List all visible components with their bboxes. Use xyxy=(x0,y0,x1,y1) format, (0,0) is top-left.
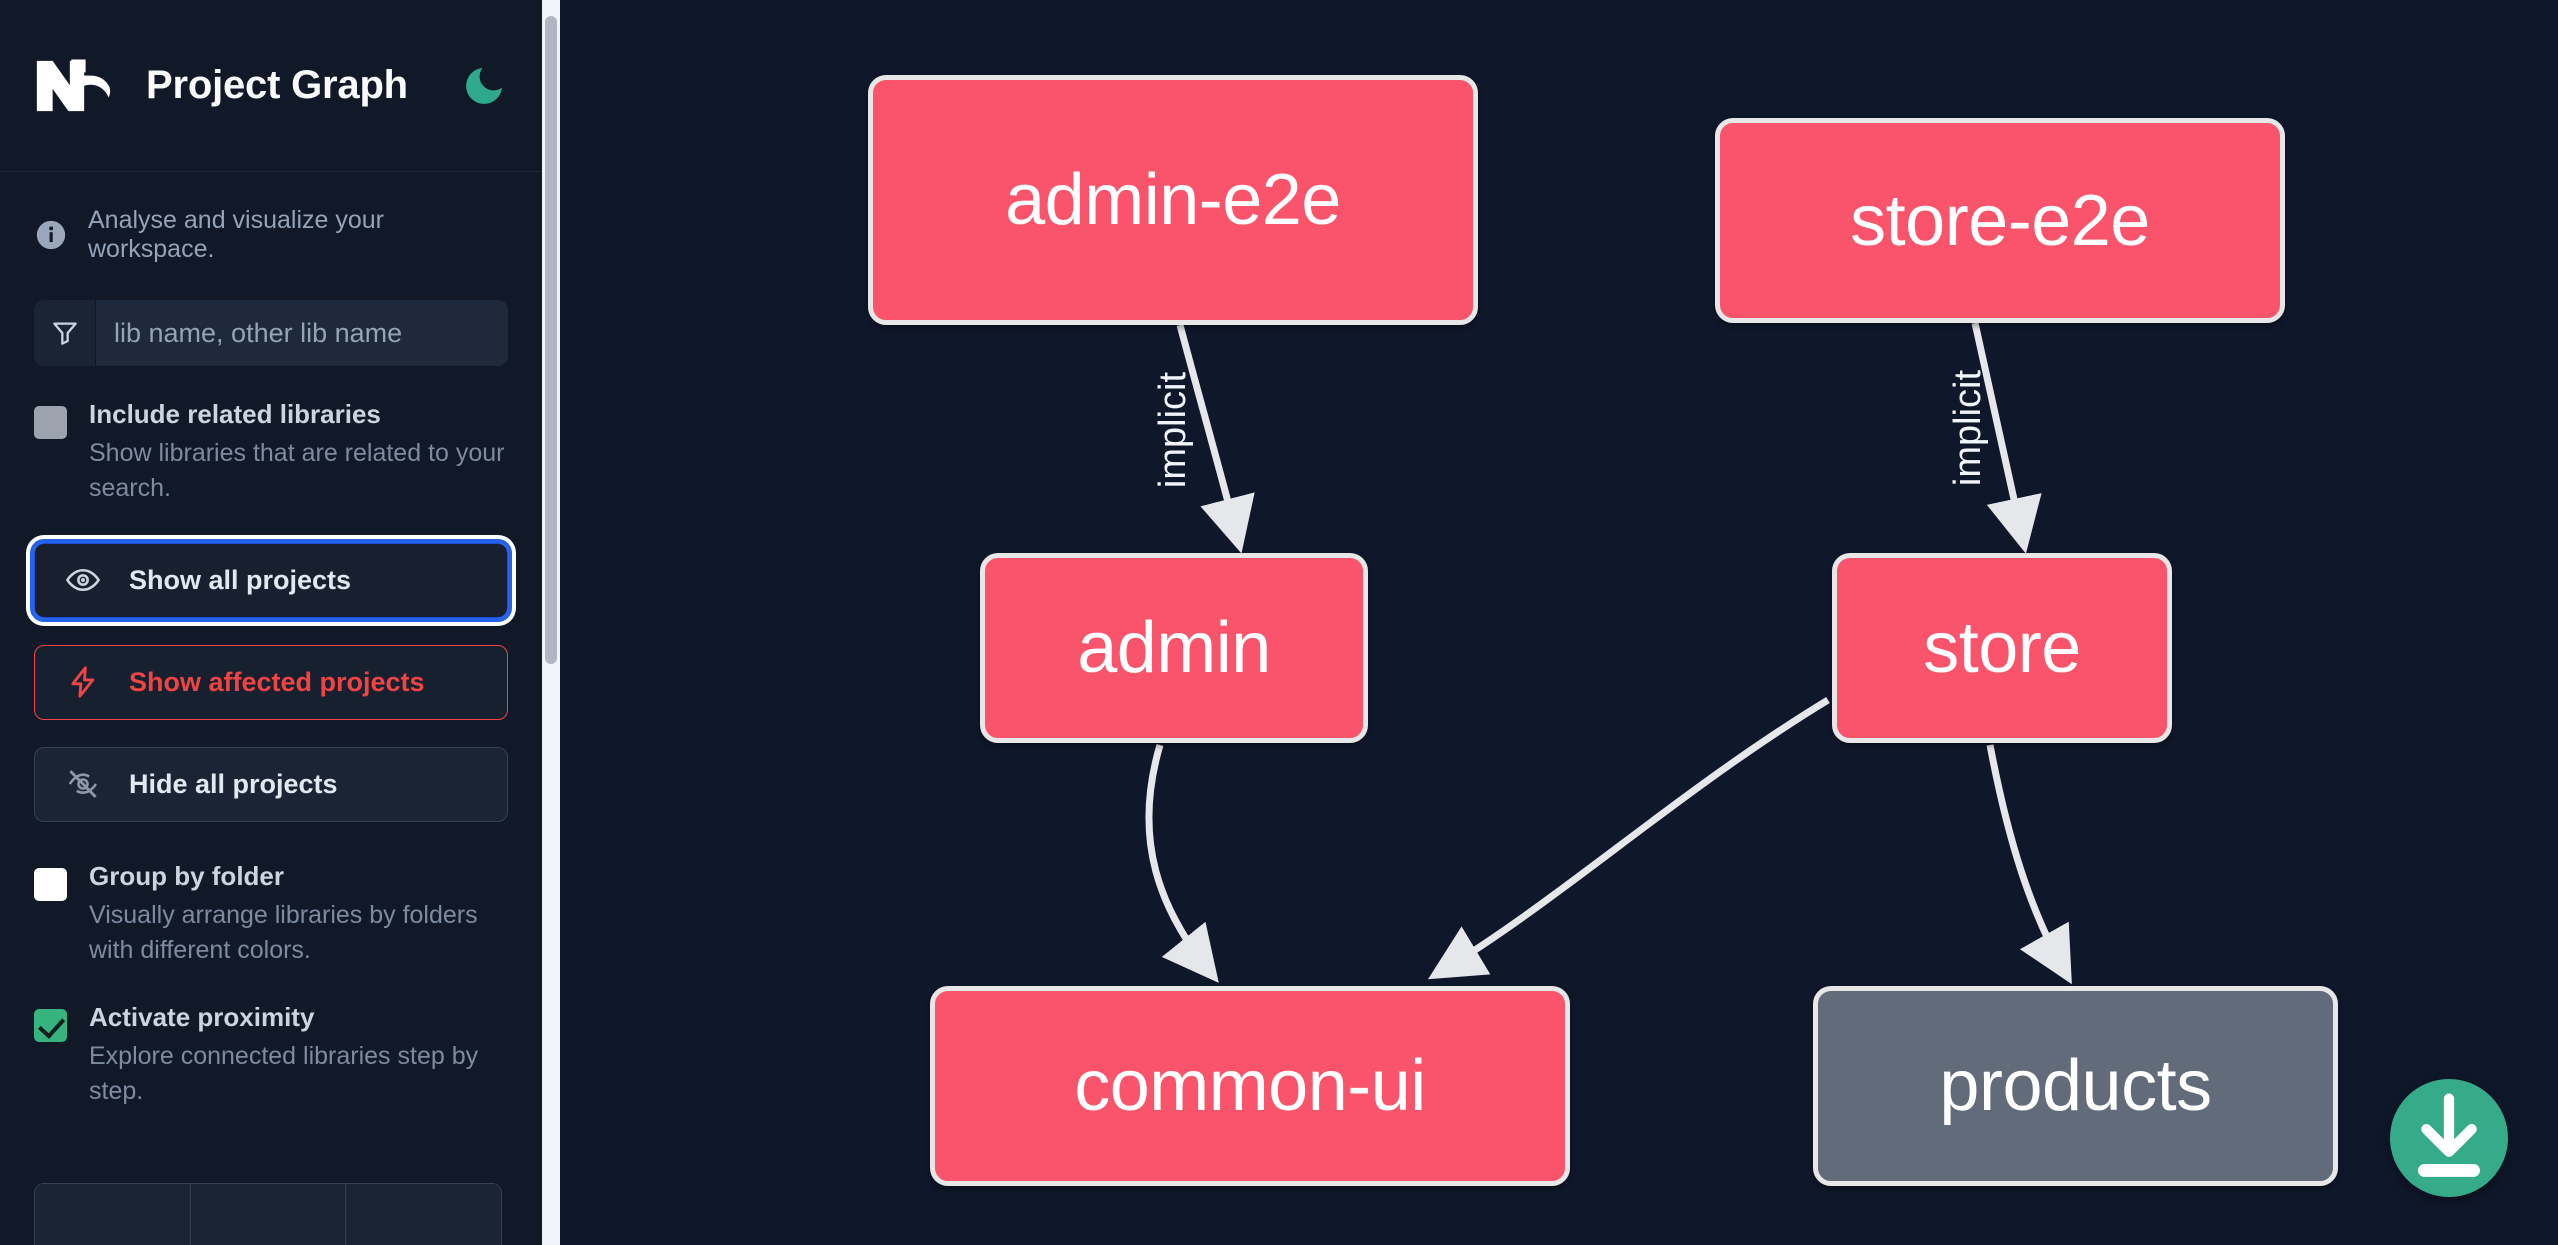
lightning-icon xyxy=(63,662,103,702)
graph-node-admin-e2e[interactable]: admin-e2e xyxy=(868,75,1478,325)
option-include-related-libraries[interactable]: Include related libraries Show libraries… xyxy=(0,366,542,507)
include-related-libraries-checkbox[interactable] xyxy=(34,406,67,439)
sidebar-scrollbar-thumb[interactable] xyxy=(545,16,557,664)
tagline: Analyse and visualize your workspace. xyxy=(0,172,542,264)
funnel-icon xyxy=(34,300,96,366)
graph-node-label: admin-e2e xyxy=(1005,160,1341,240)
group-by-folder-checkbox[interactable] xyxy=(34,867,67,901)
proximity-step-increase[interactable] xyxy=(346,1184,501,1245)
graph-node-label: store xyxy=(1923,608,2081,688)
sidebar: Project Graph Analyse and visualize your… xyxy=(0,0,560,1245)
graph-canvas[interactable]: implicit implicit admin-e2e store-e2e ad… xyxy=(560,0,2558,1245)
include-related-libraries-label: Include related libraries xyxy=(89,399,381,429)
edge-label-implicit-admin: implicit xyxy=(1152,372,1194,489)
activate-proximity-description: Explore connected libraries step by step… xyxy=(89,1041,479,1106)
filter-row xyxy=(0,264,542,366)
graph-node-admin[interactable]: admin xyxy=(980,553,1368,743)
tagline-text: Analyse and visualize your workspace. xyxy=(88,206,384,263)
graph-node-store-e2e[interactable]: store-e2e xyxy=(1715,118,2285,323)
show-affected-projects-button[interactable]: Show affected projects xyxy=(34,644,508,720)
edge-admin-to-common-ui xyxy=(1145,744,1219,983)
show-all-projects-button[interactable]: Show all projects xyxy=(30,538,512,622)
option-group-by-folder[interactable]: Group by folder Visually arrange librari… xyxy=(0,822,542,969)
download-graph-button[interactable] xyxy=(2390,1079,2508,1197)
nx-logo-icon xyxy=(34,55,120,117)
edge-store-to-products xyxy=(1986,744,2072,985)
visibility-button-group: Show all projects Show affected projects xyxy=(0,507,542,822)
hide-all-projects-label: Hide all projects xyxy=(129,768,338,799)
sidebar-scroll-area: Project Graph Analyse and visualize your… xyxy=(0,0,542,1245)
proximity-step-button-group[interactable] xyxy=(34,1183,502,1245)
page-title: Project Graph xyxy=(146,63,408,107)
graph-node-label: products xyxy=(1939,1046,2212,1126)
hide-all-projects-button[interactable]: Hide all projects xyxy=(34,746,508,822)
moon-icon[interactable] xyxy=(460,62,508,110)
eye-off-icon xyxy=(63,764,103,804)
group-by-folder-description: Visually arrange libraries by folders wi… xyxy=(89,900,478,965)
info-icon xyxy=(34,218,68,252)
sidebar-scrollbar[interactable] xyxy=(542,0,560,1245)
edge-label-implicit-store: implicit xyxy=(1947,370,1989,487)
graph-node-products[interactable]: products xyxy=(1813,986,2338,1186)
graph-edges: implicit implicit xyxy=(1145,322,2072,985)
group-by-folder-label: Group by folder xyxy=(89,860,284,891)
activate-proximity-label: Activate proximity xyxy=(89,1001,315,1032)
filter-box[interactable] xyxy=(34,300,508,366)
graph-node-store[interactable]: store xyxy=(1832,553,2172,743)
edge-store-e2e-to-store xyxy=(1971,322,2042,554)
show-affected-projects-label: Show affected projects xyxy=(129,666,425,697)
sidebar-header: Project Graph xyxy=(0,0,542,172)
proximity-step-decrease[interactable] xyxy=(35,1184,191,1245)
activate-proximity-checkbox[interactable] xyxy=(34,1008,67,1042)
proximity-step-value[interactable] xyxy=(190,1184,347,1245)
search-input[interactable] xyxy=(96,300,508,366)
eye-icon xyxy=(63,560,103,600)
graph-node-label: admin xyxy=(1077,608,1271,688)
graph-node-common-ui[interactable]: common-ui xyxy=(930,986,1570,1186)
option-activate-proximity[interactable]: Activate proximity Explore connected lib… xyxy=(0,969,542,1110)
show-all-projects-label: Show all projects xyxy=(129,564,352,595)
graph-node-label: store-e2e xyxy=(1850,180,2150,261)
edge-admin-e2e-to-admin xyxy=(1176,324,1255,554)
include-related-libraries-description: Show libraries that are related to your … xyxy=(89,438,505,503)
edge-store-to-common-ui xyxy=(1427,697,1830,980)
graph-node-label: common-ui xyxy=(1074,1046,1426,1126)
